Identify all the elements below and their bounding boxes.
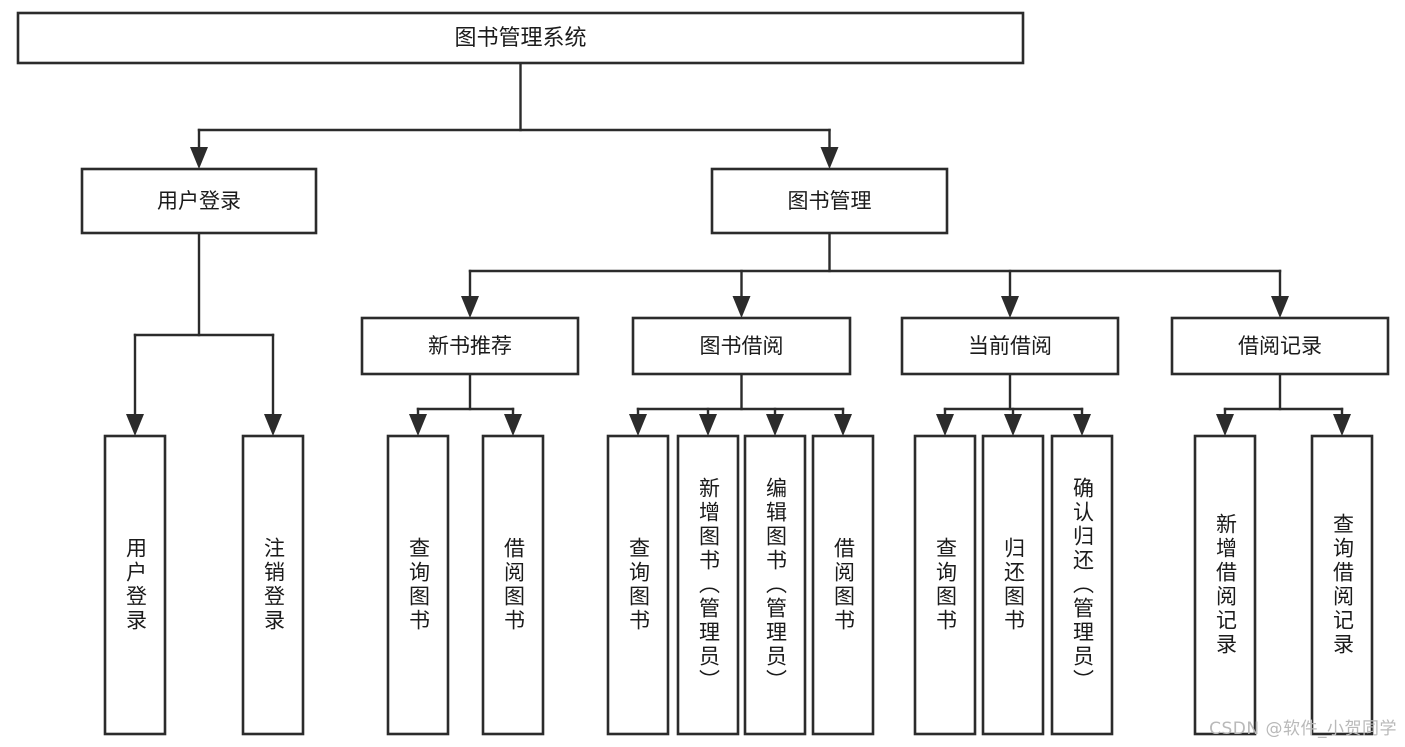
node-new-book-recommend[interactable]: 新书推荐 <box>360 316 580 376</box>
node-book-management[interactable]: 图书管理 <box>710 167 949 235</box>
arrow-head-icon <box>126 414 144 436</box>
node-current-borrow[interactable]: 当前借阅 <box>900 316 1120 376</box>
watermark-text: CSDN @软件_小贺同学 <box>1209 719 1397 739</box>
node-leaf-borrow-book[interactable] <box>811 434 875 736</box>
arrow-head-icon <box>1271 296 1289 318</box>
node-leaf-edit-book-admin[interactable] <box>743 434 807 736</box>
arrow-head-icon <box>936 414 954 436</box>
connector-layer <box>126 61 1351 436</box>
arrow-head-icon <box>190 147 208 169</box>
arrow-head-icon <box>766 414 784 436</box>
node-leaf-query-borrow-record[interactable] <box>1310 434 1374 736</box>
node-label-book-borrow: 图书借阅 <box>700 334 784 358</box>
node-leaf-query-book-recommend[interactable] <box>386 434 450 736</box>
node-label-new-book-recommend: 新书推荐 <box>428 334 512 358</box>
node-label-book-management: 图书管理 <box>788 189 872 213</box>
node-root[interactable]: 图书管理系统 <box>16 11 1025 65</box>
node-leaf-add-book-admin[interactable] <box>676 434 740 736</box>
arrow-head-icon <box>461 296 479 318</box>
arrow-head-icon <box>264 414 282 436</box>
node-book-borrow[interactable]: 图书借阅 <box>631 316 852 376</box>
arrow-head-icon <box>820 147 839 169</box>
arrow-head-icon <box>629 414 647 436</box>
node-label-current-borrow: 当前借阅 <box>968 334 1052 358</box>
arrow-head-icon <box>409 414 427 436</box>
arrow-head-icon <box>834 414 852 436</box>
arrow-head-icon <box>732 296 751 318</box>
node-leaf-user-login[interactable] <box>103 434 167 736</box>
arrow-head-icon <box>1216 414 1234 436</box>
node-label-borrow-record: 借阅记录 <box>1238 334 1322 358</box>
arrow-head-icon <box>1001 296 1019 318</box>
arrow-head-icon <box>699 414 717 436</box>
node-leaf-borrow-book-recommend[interactable] <box>481 434 545 736</box>
arrow-head-icon <box>1073 414 1091 436</box>
node-leaf-logout[interactable] <box>241 434 305 736</box>
node-leaf-add-borrow-record[interactable] <box>1193 434 1257 736</box>
node-leaf-confirm-return-admin[interactable] <box>1050 434 1114 736</box>
node-borrow-record[interactable]: 借阅记录 <box>1170 316 1390 376</box>
node-label-user-login: 用户登录 <box>157 189 241 213</box>
arrow-head-icon <box>1333 414 1351 436</box>
node-label-root: 图书管理系统 <box>454 26 586 51</box>
arrow-head-icon <box>1004 414 1022 436</box>
node-leaf-query-book-borrow[interactable] <box>606 434 670 736</box>
node-user-login[interactable]: 用户登录 <box>80 167 318 235</box>
arrow-head-icon <box>504 414 522 436</box>
node-leaf-return-book[interactable] <box>981 434 1045 736</box>
node-leaf-query-book-current[interactable] <box>913 434 977 736</box>
